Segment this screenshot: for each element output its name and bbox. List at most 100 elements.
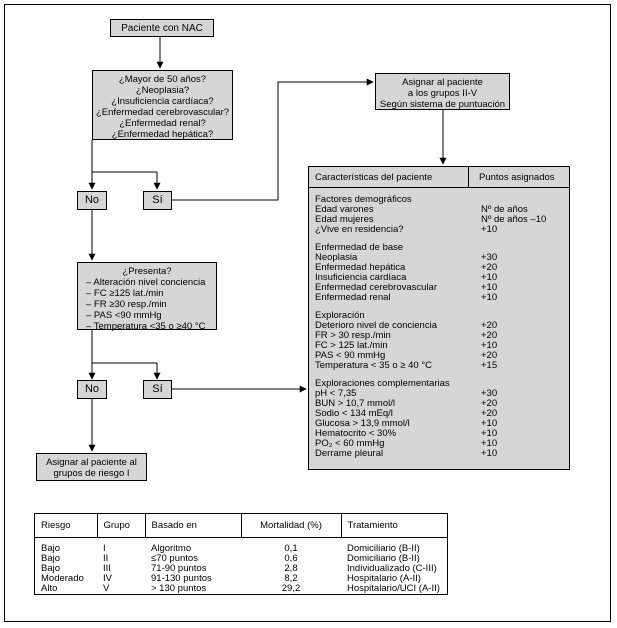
points-row: Insuficiencia cardíaca+10 bbox=[315, 273, 569, 283]
characteristic-name: Deterioro nivel de conciencia bbox=[315, 320, 437, 331]
points-section-title: Factores demográficos bbox=[315, 194, 412, 205]
presenta-item: – FC ≥125 lat./min bbox=[86, 288, 164, 299]
assign-group1-line: grupos de riesgo I bbox=[53, 468, 130, 479]
question-line: ¿Mayor de 50 años? bbox=[118, 74, 207, 85]
characteristic-name: Derrame pleural bbox=[315, 448, 384, 459]
characteristic-points: +20 bbox=[481, 320, 498, 331]
risk-cell: 0,6 bbox=[284, 553, 298, 564]
characteristic-name: Enfermedad renal bbox=[315, 292, 391, 303]
characteristic-name: Edad varones bbox=[315, 204, 374, 215]
risk-cell: IV bbox=[103, 573, 112, 584]
assign-groups-box: Asignar al paciente a los grupos II-V Se… bbox=[375, 73, 510, 110]
characteristic-points: +10 bbox=[481, 340, 498, 351]
characteristic-name: Temperatura < 35 o ≥ 40 °C bbox=[315, 360, 433, 371]
start-box: Paciente con NAC bbox=[110, 19, 214, 37]
characteristic-name: Enfermedad hepática bbox=[315, 262, 406, 273]
characteristic-points: +20 bbox=[481, 408, 498, 419]
assign-group1-line: Asignar al paciente al bbox=[46, 457, 137, 468]
characteristic-name: Neoplasia bbox=[315, 252, 358, 263]
si-label: Sí bbox=[152, 383, 163, 395]
risk-cell: 71-90 puntos bbox=[151, 563, 207, 574]
questions-box: ¿Mayor de 50 años? ¿Neoplasia? ¿Insufici… bbox=[92, 70, 233, 140]
characteristic-name: pH < 7,35 bbox=[315, 388, 357, 399]
characteristic-points: +15 bbox=[481, 360, 498, 371]
points-row: Enfermedad cerebrovascular+10 bbox=[315, 283, 569, 293]
header-points: Puntos asignados bbox=[479, 172, 555, 183]
question-line: ¿Enfermedad cerebrovascular? bbox=[95, 107, 230, 118]
characteristic-points: +20 bbox=[481, 350, 498, 361]
risk-header-cell: Tratamiento bbox=[341, 514, 447, 538]
risk-header-cell: Mortalidad (%) bbox=[241, 514, 342, 538]
presenta-item: – FR ≥30 resp./min bbox=[86, 299, 167, 310]
characteristic-name: ¿Vive en residencia? bbox=[315, 224, 404, 235]
question-line: ¿Enfermedad hepática? bbox=[111, 129, 214, 140]
risk-cell: > 130 puntos bbox=[151, 583, 207, 594]
assign-group1-box: Asignar al paciente al grupos de riesgo … bbox=[36, 453, 147, 481]
characteristic-name: PO₂ < 60 mmHg bbox=[315, 438, 385, 449]
points-row: FR > 30 resp./min+20 bbox=[315, 331, 569, 341]
characteristic-points: +20 bbox=[481, 262, 498, 273]
points-row: ¿Vive en residencia?+10 bbox=[315, 225, 569, 235]
connector-presenta-split bbox=[91, 330, 157, 364]
si-box-2: Sí bbox=[143, 380, 172, 399]
characteristic-points: Nº de años –10 bbox=[481, 214, 547, 225]
points-table: Características del paciente Puntos asig… bbox=[308, 166, 570, 470]
risk-cell: Bajo bbox=[41, 563, 61, 574]
risk-cell: I bbox=[103, 543, 106, 554]
risk-cell: Moderado bbox=[41, 573, 84, 584]
risk-table-header: Riesgo Grupo Basado en Mortalidad (%) Tr… bbox=[35, 514, 447, 538]
presenta-box: ¿Presenta? – Alteración nivel conciencia… bbox=[77, 262, 217, 332]
risk-cell: ≤70 puntos bbox=[151, 553, 198, 564]
points-row: PAS < 90 mmHg+20 bbox=[315, 351, 569, 361]
characteristic-name: FR > 30 resp./min bbox=[315, 330, 391, 341]
points-section-title: Exploración bbox=[315, 310, 365, 321]
presenta-item: – PAS <90 mmHg bbox=[86, 310, 162, 321]
question-line: ¿Insuficiencia cardíaca? bbox=[111, 96, 214, 107]
no-label: No bbox=[84, 383, 100, 395]
characteristic-points: +10 bbox=[481, 272, 498, 283]
characteristic-name: BUN > 10,7 mmol/l bbox=[315, 398, 395, 409]
no-label: No bbox=[84, 194, 100, 206]
risk-header-cell: Grupo bbox=[97, 514, 146, 538]
risk-cell: Alto bbox=[41, 583, 58, 594]
points-row: BUN > 10,7 mmol/l+20 bbox=[315, 399, 569, 409]
characteristic-points: +10 bbox=[481, 428, 498, 439]
risk-cell: Bajo bbox=[41, 553, 61, 564]
arrow-si-to-assign-groups bbox=[172, 78, 374, 201]
points-row: Temperatura < 35 o ≥ 40 °C +15 bbox=[315, 361, 569, 371]
characteristic-name: Enfermedad cerebrovascular bbox=[315, 282, 437, 293]
characteristic-points: +30 bbox=[481, 388, 498, 399]
points-section-title: Enfermedad de base bbox=[315, 242, 404, 253]
points-row: Derrame pleural+10 bbox=[315, 449, 569, 459]
assign-groups-line: Asignar al paciente bbox=[402, 77, 483, 88]
risk-cell: 29,2 bbox=[281, 583, 301, 594]
risk-cell: Individualizado (C-III) bbox=[347, 563, 437, 574]
characteristic-name: Glucosa > 13,9 mmol/l bbox=[315, 418, 410, 429]
characteristic-points: +10 bbox=[481, 292, 498, 303]
characteristic-points: +30 bbox=[481, 252, 498, 263]
points-row: pH < 7,35 +30 bbox=[315, 389, 569, 399]
points-row: PO₂ < 60 mmHg+10 bbox=[315, 439, 569, 449]
risk-cell: 0,1 bbox=[284, 543, 298, 554]
characteristic-name: Hematocrito < 30% bbox=[315, 428, 397, 439]
points-row: Hematocrito < 30% +10 bbox=[315, 429, 569, 439]
no-box-2: No bbox=[77, 380, 107, 399]
risk-cell: Hospitalario (A-II) bbox=[347, 573, 421, 584]
characteristic-points: Nº de años bbox=[481, 204, 528, 215]
question-line: ¿Neoplasia? bbox=[135, 85, 190, 96]
risk-cell: 91-130 puntos bbox=[151, 573, 212, 584]
points-row: Enfermedad renal +10 bbox=[315, 293, 569, 303]
header-characteristics: Características del paciente bbox=[309, 167, 469, 187]
assign-groups-line: a los grupos II-V bbox=[407, 88, 478, 99]
points-section-title: Exploraciones complementarias bbox=[315, 378, 450, 389]
